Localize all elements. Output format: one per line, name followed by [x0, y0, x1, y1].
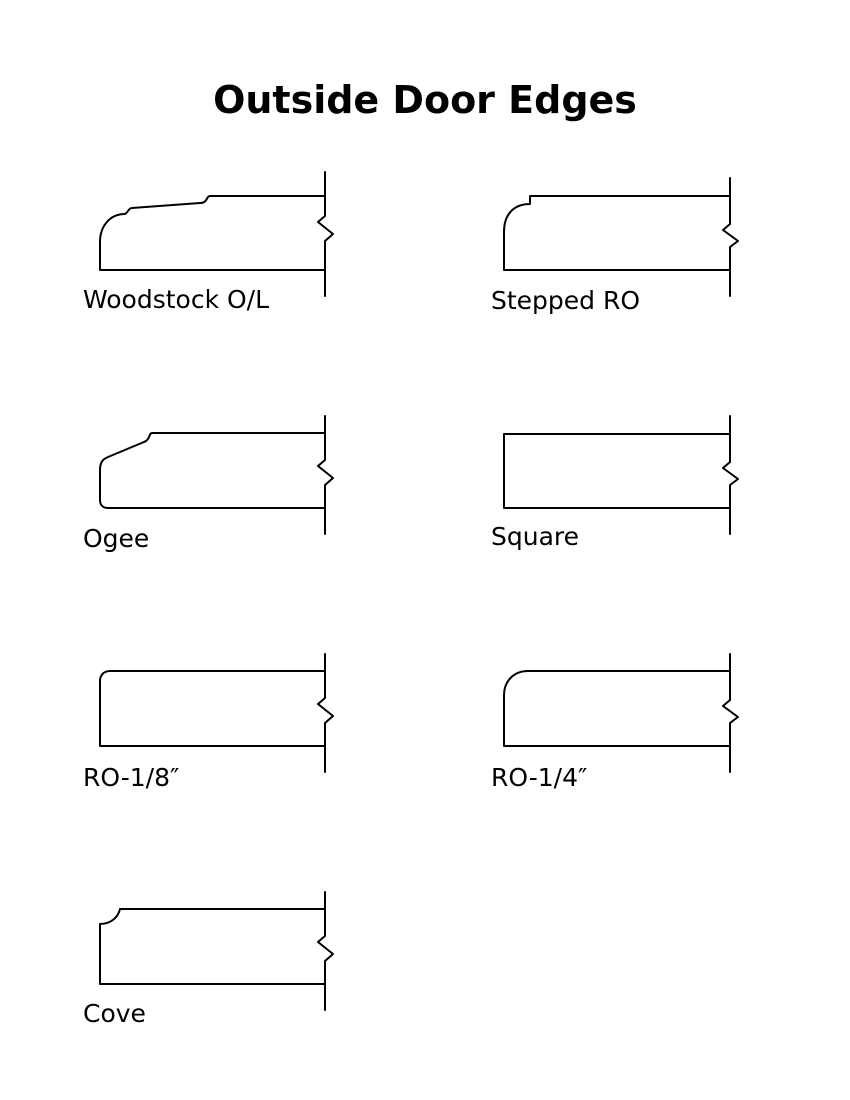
edge-label-ro-quarter: RO-1/4″ — [491, 763, 588, 792]
page-title: Outside Door Edges — [213, 78, 637, 122]
edge-label-ogee: Ogee — [83, 524, 150, 553]
woodstock-profile-icon — [99, 171, 334, 297]
ro-quarter-profile-icon — [503, 653, 739, 773]
ro-eighth-profile-icon — [99, 653, 334, 773]
square-profile-icon — [503, 415, 739, 535]
edge-label-woodstock: Woodstock O/L — [83, 285, 270, 314]
edge-label-stepped-ro: Stepped RO — [491, 286, 641, 315]
edge-label-square: Square — [491, 522, 580, 551]
edge-label-ro-eighth: RO-1/8″ — [83, 763, 180, 792]
ogee-profile-icon — [99, 415, 334, 535]
edge-label-cove: Cove — [83, 999, 146, 1028]
stepped-ro-profile-icon — [503, 177, 739, 297]
cove-profile-icon — [99, 891, 334, 1011]
